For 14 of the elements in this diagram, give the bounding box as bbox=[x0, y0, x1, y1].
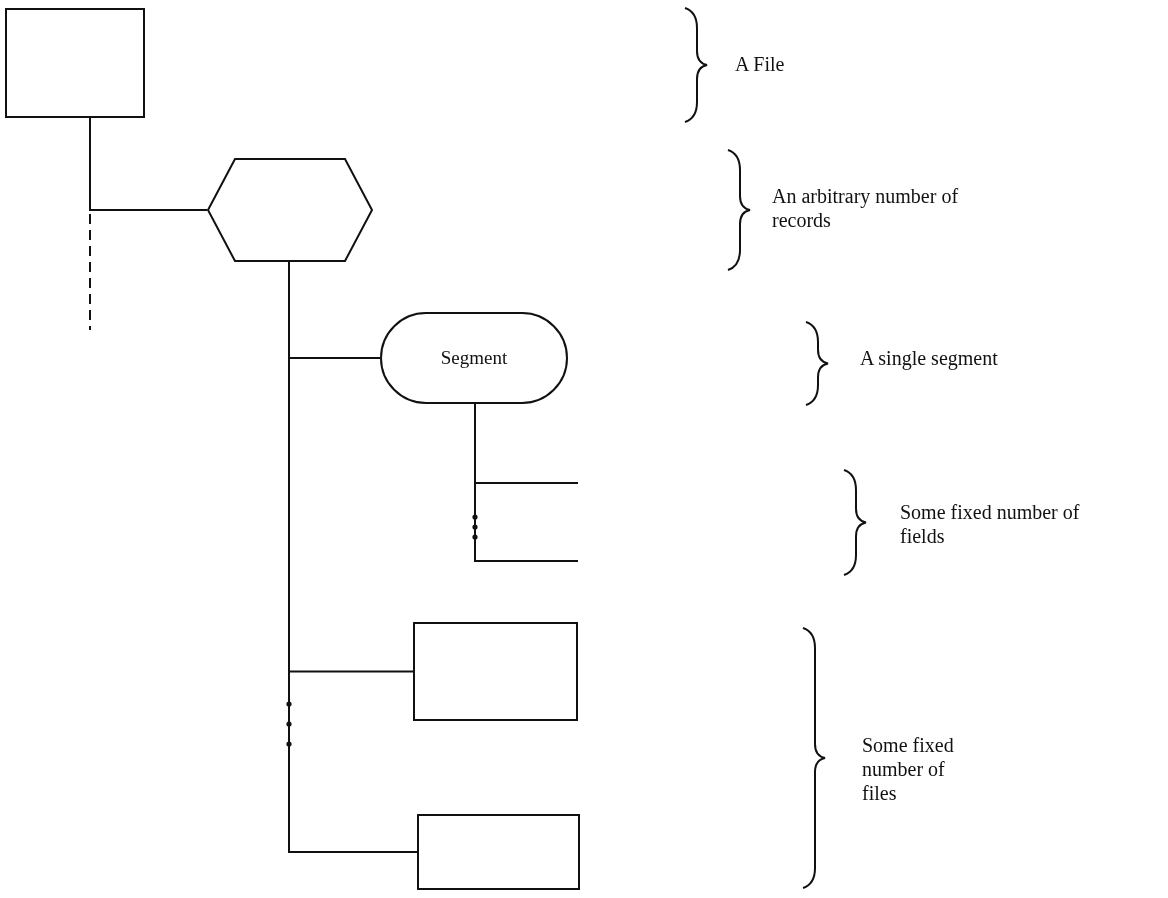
annotation-text: An arbitrary number of records bbox=[772, 184, 960, 232]
rounded-pill-box bbox=[380, 312, 568, 404]
annotation-text: A single segment bbox=[860, 346, 999, 370]
connector-line bbox=[474, 403, 579, 562]
rectangle-box bbox=[417, 814, 580, 890]
connector-line bbox=[89, 117, 91, 331]
rectangle-box bbox=[5, 8, 145, 118]
annotation-text: A File bbox=[735, 52, 786, 76]
connector-line bbox=[288, 261, 418, 853]
node-label: Segment bbox=[440, 347, 508, 369]
rectangle-box bbox=[413, 622, 578, 721]
annotation-text: Some fixed number of files bbox=[862, 733, 955, 805]
hexagon-shape bbox=[207, 158, 373, 262]
annotation-text: Some fixed number of fields bbox=[900, 500, 1081, 548]
